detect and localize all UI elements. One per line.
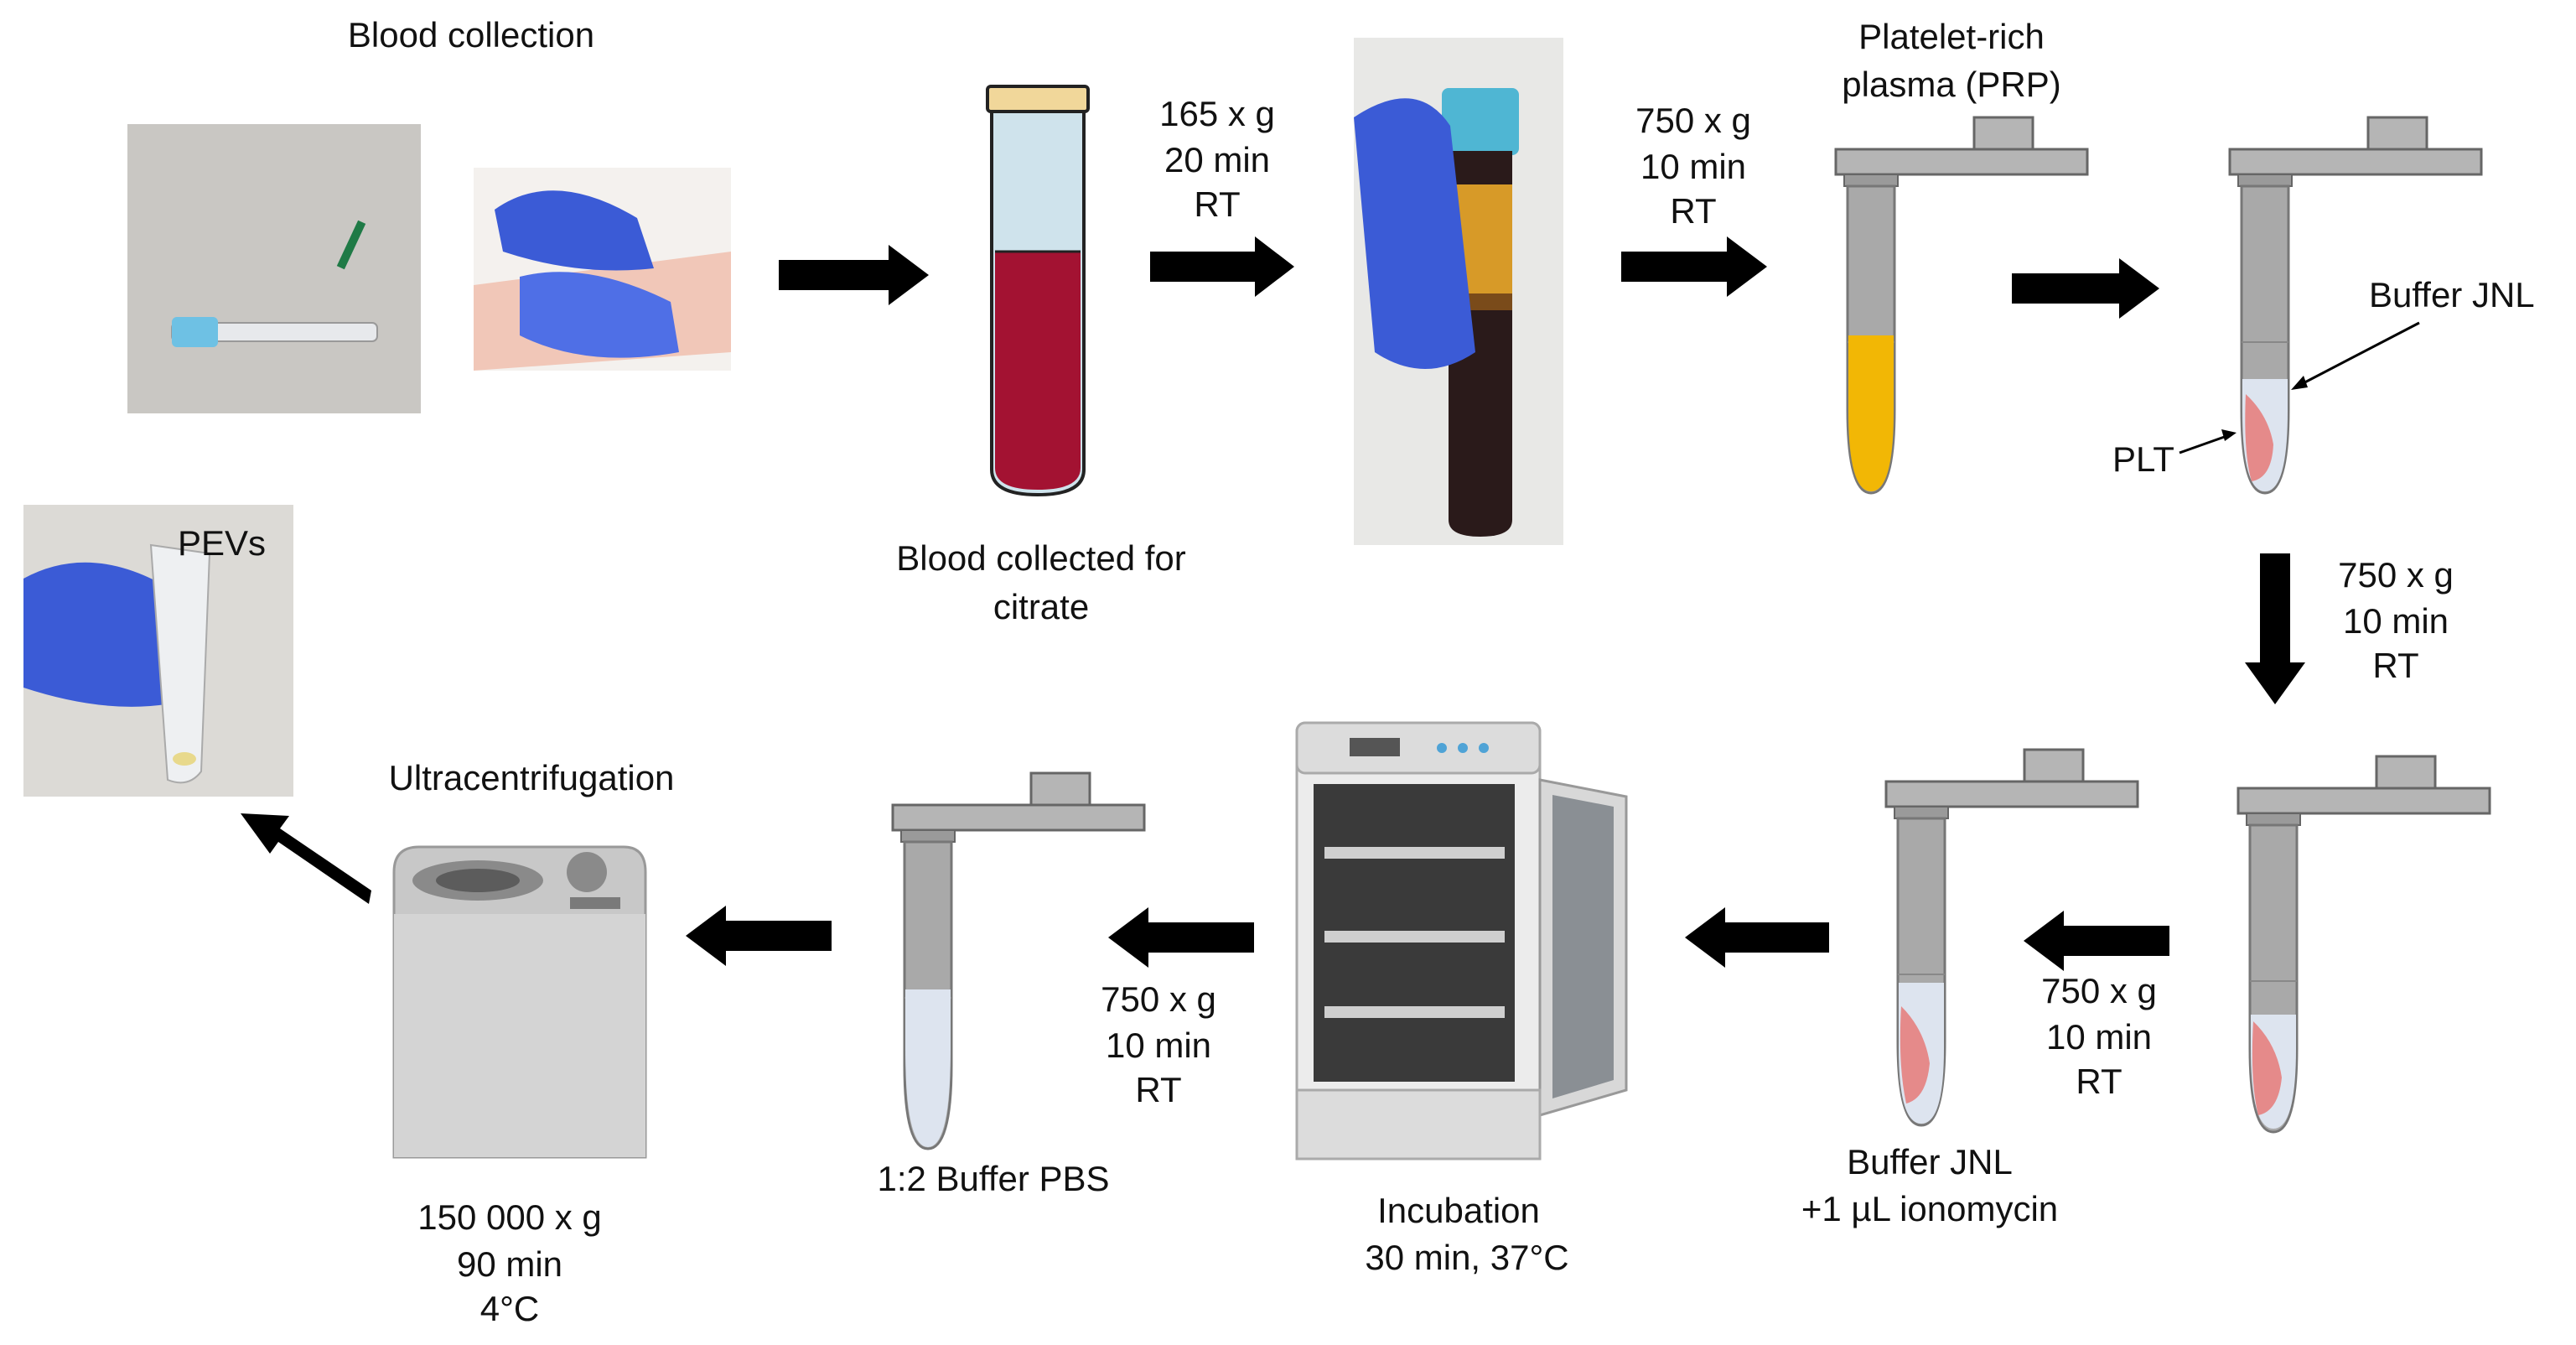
spin2-time: 10 min xyxy=(1640,147,1746,186)
spin4-force: 750 x g xyxy=(2041,971,2157,1010)
pointer-plt xyxy=(2179,433,2232,454)
label-plt: PLT xyxy=(2112,439,2174,479)
incubator-illustration xyxy=(1295,721,1628,1161)
pointer-buffer-jnl xyxy=(2294,321,2420,389)
spin3-force: 750 x g xyxy=(2338,555,2454,595)
spin-step-4: 750 x g 10 min RT xyxy=(2041,971,2157,1101)
arrow-right-4 xyxy=(2012,258,2159,319)
tube-buffer-pellet xyxy=(2228,116,2483,495)
label-blood-collected-1: Blood collected for xyxy=(896,538,1186,578)
label-incubation-2: 30 min, 37°C xyxy=(1365,1238,1568,1277)
spin5-force: 750 x g xyxy=(1101,979,1216,1019)
tube-pellet xyxy=(2237,755,2491,1134)
label-prp-1: Platelet-rich xyxy=(1858,17,2045,56)
arrow-left-1 xyxy=(2024,911,2169,971)
spin1-time: 20 min xyxy=(1164,140,1270,179)
spin4-time: 10 min xyxy=(2046,1017,2152,1057)
spin5-temp: RT xyxy=(1135,1070,1181,1109)
spin-step-2: 750 x g 10 min RT xyxy=(1635,101,1751,231)
label-buffer-jnl: Buffer JNL xyxy=(2369,275,2535,314)
spin-step-5: 750 x g 10 min RT xyxy=(1101,979,1216,1109)
tube-pbs xyxy=(891,771,1146,1150)
arrow-left-4 xyxy=(686,906,832,966)
tube-ionomycin xyxy=(1884,748,2139,1127)
label-blood-collection: Blood collection xyxy=(348,15,594,55)
spin4-temp: RT xyxy=(2076,1062,2122,1101)
photo-blood-tube xyxy=(127,124,421,413)
label-pevs: PEVs xyxy=(178,523,266,563)
label-uc-2: 90 min xyxy=(457,1244,562,1284)
spin3-time: 10 min xyxy=(2343,601,2449,641)
ultracentrifuge-illustration xyxy=(392,845,647,1159)
label-uc-1: 150 000 x g xyxy=(417,1197,602,1237)
tube-prp xyxy=(1834,116,2089,495)
arrow-up-left xyxy=(241,813,371,904)
arrow-right-1 xyxy=(779,245,929,305)
label-jnl-iono-1: Buffer JNL xyxy=(1847,1142,2013,1181)
arrow-down xyxy=(2245,553,2305,704)
arrow-right-3 xyxy=(1621,236,1767,297)
spin-step-1: 165 x g 20 min RT xyxy=(1159,94,1275,224)
photo-pevs xyxy=(23,505,293,797)
blood-tube-illustration xyxy=(986,85,1090,497)
label-uc-3: 4°C xyxy=(480,1289,540,1328)
label-ultracentrifugation: Ultracentrifugation xyxy=(389,758,675,797)
label-prp-2: plasma (PRP) xyxy=(1842,65,2060,104)
spin1-temp: RT xyxy=(1194,184,1240,224)
spin1-force: 165 x g xyxy=(1159,94,1275,133)
spin-step-3: 750 x g 10 min RT xyxy=(2338,555,2454,685)
label-incubation-1: Incubation xyxy=(1377,1191,1540,1230)
label-blood-collected-2: citrate xyxy=(993,587,1089,626)
label-jnl-iono-2: +1 µL ionomycin xyxy=(1801,1189,2058,1228)
spin3-temp: RT xyxy=(2372,646,2418,685)
spin2-force: 750 x g xyxy=(1635,101,1751,140)
spin5-time: 10 min xyxy=(1106,1026,1211,1065)
arrow-left-2 xyxy=(1685,907,1829,968)
arrow-left-3 xyxy=(1108,907,1254,968)
photo-centrifuged-tube xyxy=(1354,38,1563,545)
arrow-right-2 xyxy=(1150,236,1294,297)
photo-venipuncture xyxy=(474,168,731,371)
spin2-temp: RT xyxy=(1670,191,1716,231)
label-pbs: 1:2 Buffer PBS xyxy=(877,1159,1109,1198)
